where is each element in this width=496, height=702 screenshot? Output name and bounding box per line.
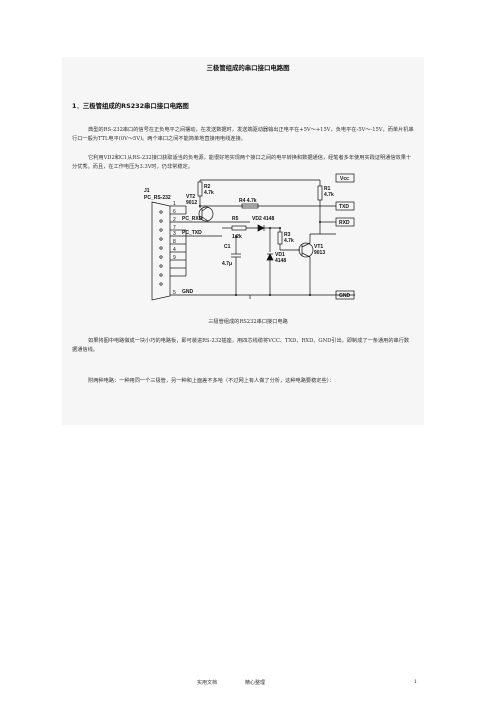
c1-label: C1	[224, 244, 231, 250]
figure-caption: 三极管组成的RS232串口接口电路	[208, 319, 288, 325]
pin-label: 6	[173, 209, 176, 215]
pin-label: 4	[173, 247, 176, 253]
section-heading: 1．三极管组成的RS232串口接口电路图	[72, 102, 189, 110]
pin-label: 1	[173, 201, 176, 207]
net-label-txd: PC_TXD	[182, 230, 202, 236]
circuit-diagram: J1 PC_RS-232 1 6 2 7 3 8 4 9 5 PC_RXD PC…	[144, 173, 355, 301]
net-label-gnd: GND	[182, 289, 194, 295]
r3-value: 4.7k	[284, 238, 294, 244]
footer-left: 实用文档	[197, 680, 218, 686]
r2-label: R2	[204, 184, 211, 190]
port-rxd: RXD	[339, 220, 350, 226]
port-vcc: Vcc	[340, 176, 349, 182]
pin-label: 3	[173, 231, 176, 237]
r4-label: R4 4.7k	[239, 198, 257, 204]
pin-label: 7	[173, 225, 176, 231]
vd1-label: VD1	[275, 252, 285, 258]
r2-value: 4.7k	[204, 190, 214, 196]
connector-label: J1	[144, 188, 150, 194]
page-number: 1	[414, 679, 418, 685]
pin-label: 8	[173, 239, 176, 245]
paragraph-1: 典型的RS-232串口的信号在正负电平之间摆动，在发送数据时，发送端驱动器输出正…	[72, 127, 414, 142]
r3-label: R3	[284, 232, 291, 238]
vd2-label: VD2 4148	[252, 216, 274, 222]
r5-label: R5	[232, 216, 239, 222]
vd1-value: 4148	[275, 258, 286, 264]
connector-type: PC_RS-232	[144, 195, 171, 201]
r1-value: 4.7k	[324, 192, 334, 198]
vt1-value: 9013	[314, 250, 325, 256]
vt2-value: 9012	[186, 200, 197, 206]
content-panel	[62, 57, 424, 425]
footer-middle: 精心整理	[245, 680, 266, 686]
vt1-label: VT1	[314, 244, 323, 250]
pin-label: 5	[173, 290, 176, 296]
pin-label: 2	[173, 217, 176, 223]
port-gnd: GND	[339, 293, 351, 299]
r5-value: 1.2k	[232, 234, 242, 240]
r1-label: R1	[324, 186, 331, 192]
paragraph-2: 它利用VD2和C1从RS-232接口获取适当的负电源，能很好地实现两个接口之间的…	[72, 155, 412, 170]
document-title: 三极管组成的串口接口电路图	[206, 64, 290, 72]
port-txd: TXD	[339, 204, 349, 210]
pin-label: 9	[173, 255, 176, 261]
paragraph-4: 附两种电路：一种用同一个三极管，另一种和上面差不多哈（不过网上有人做了分析，这种…	[88, 378, 335, 384]
paragraph-3: 如果将图中电路做成一块小巧的电路板，即可装进RS-232插座，用四芯线缆将VCC…	[72, 338, 410, 353]
vt2-label: VT2	[186, 194, 195, 200]
net-label-rxd: PC_RXD	[182, 216, 203, 222]
c1-value: 4.7μ	[222, 261, 232, 267]
